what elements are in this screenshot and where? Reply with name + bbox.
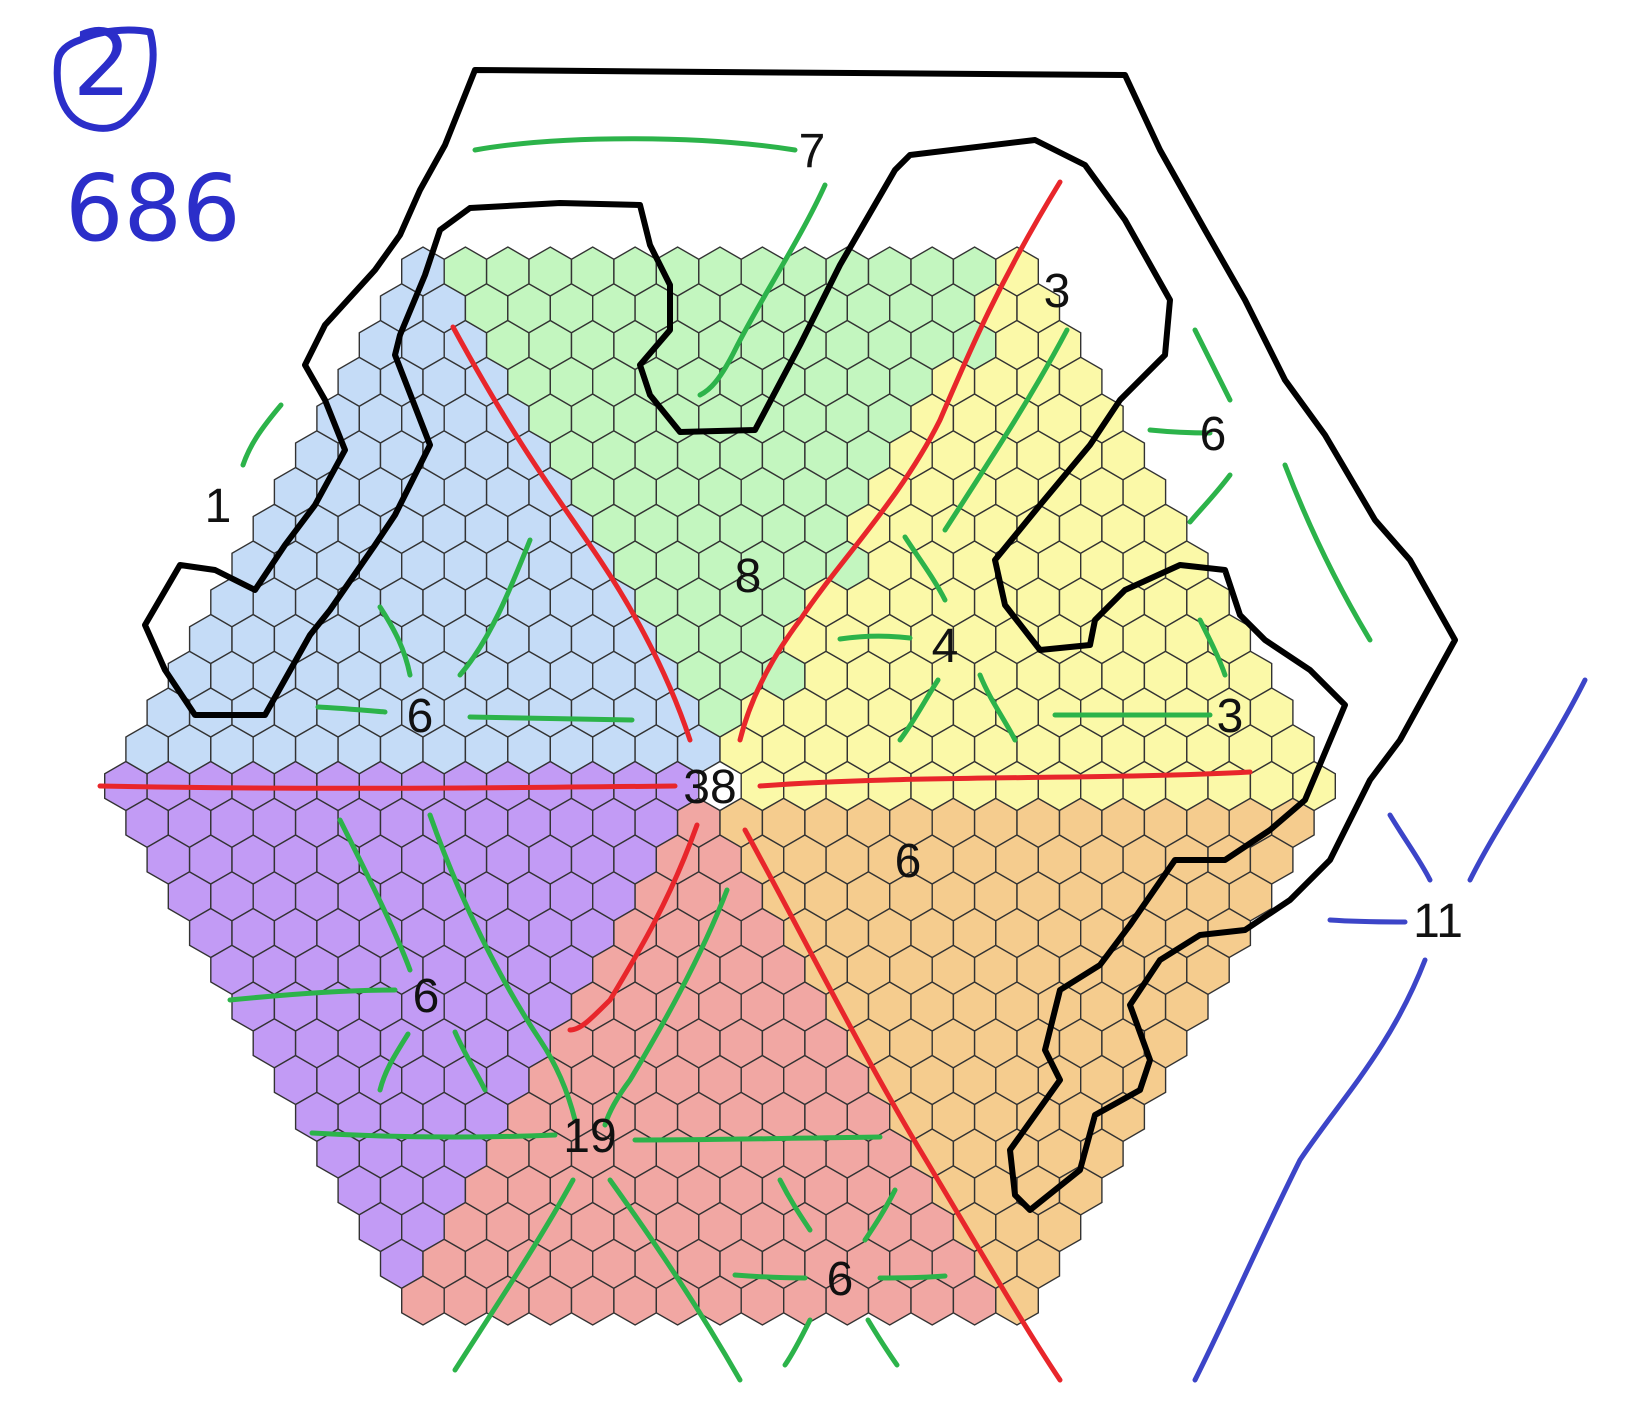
green-line <box>602 887 730 1128</box>
green-line <box>777 1177 813 1233</box>
green-line <box>467 714 635 723</box>
green-line <box>942 327 1070 533</box>
red-lines <box>97 179 1253 1383</box>
clue-number: 4 <box>932 620 959 673</box>
blue-lines <box>1192 677 1588 1383</box>
red-line-e <box>757 769 1253 789</box>
annotation-count: 686 <box>65 155 241 262</box>
clue-number: 7 <box>799 125 826 178</box>
green-line <box>1147 427 1213 436</box>
green-lines <box>227 136 1373 1383</box>
clue-number: 38 <box>683 761 736 814</box>
clue-number: 8 <box>735 550 762 603</box>
red-line-se <box>742 827 1063 1383</box>
clue-number: 6 <box>413 970 440 1023</box>
clue-number: 6 <box>895 835 922 888</box>
clue-number: 11 <box>1413 895 1463 948</box>
green-line <box>837 633 913 642</box>
green-line <box>865 1317 900 1368</box>
blue-line <box>1387 812 1433 883</box>
green-line <box>452 1029 488 1093</box>
black-path-stroke <box>142 67 1458 1213</box>
green-line <box>697 182 828 398</box>
clue-number: 3 <box>1044 265 1071 318</box>
red-line-w <box>97 783 678 791</box>
green-line <box>309 1130 558 1140</box>
green-line <box>632 1134 883 1143</box>
green-line <box>782 1317 813 1368</box>
clue-number: 6 <box>407 690 434 743</box>
green-line <box>377 604 413 678</box>
green-line <box>897 677 941 743</box>
shield-icon <box>53 26 157 132</box>
green-line <box>457 537 533 678</box>
green-line <box>902 534 948 603</box>
green-line <box>337 817 413 973</box>
red-line-nw <box>450 324 693 743</box>
green-line <box>427 812 578 1123</box>
green-line <box>877 1273 948 1281</box>
green-line <box>227 987 398 1003</box>
handwritten-annotation: 2 686 <box>53 10 241 262</box>
clue-labels: 7 3 6 1 8 4 6 3 38 6 11 6 19 6 <box>205 125 1463 1306</box>
green-line <box>240 402 284 468</box>
green-line <box>1192 327 1233 403</box>
green-line <box>377 1031 411 1093</box>
green-line <box>1282 462 1373 643</box>
green-line <box>862 1187 898 1243</box>
green-line <box>472 136 798 153</box>
clue-number: 1 <box>205 480 232 533</box>
clue-number: 6 <box>827 1253 854 1306</box>
clue-number: 19 <box>563 1110 616 1163</box>
green-line <box>977 672 1018 743</box>
green-line <box>315 704 388 715</box>
red-line-sw <box>567 822 700 1033</box>
blue-line <box>1192 957 1428 1383</box>
green-line <box>1187 472 1233 525</box>
clue-number: 6 <box>1200 408 1227 461</box>
red-line-ne <box>737 179 1063 743</box>
clue-number: 3 <box>1217 690 1244 743</box>
green-line <box>732 1272 808 1281</box>
black-loop-path <box>142 67 1458 1213</box>
green-line <box>452 1177 576 1373</box>
blue-line <box>1467 677 1588 883</box>
annotation-circled-digit: 2 <box>73 10 132 117</box>
blue-line <box>1327 917 1408 925</box>
green-line <box>1197 617 1228 678</box>
green-line <box>607 1177 743 1383</box>
